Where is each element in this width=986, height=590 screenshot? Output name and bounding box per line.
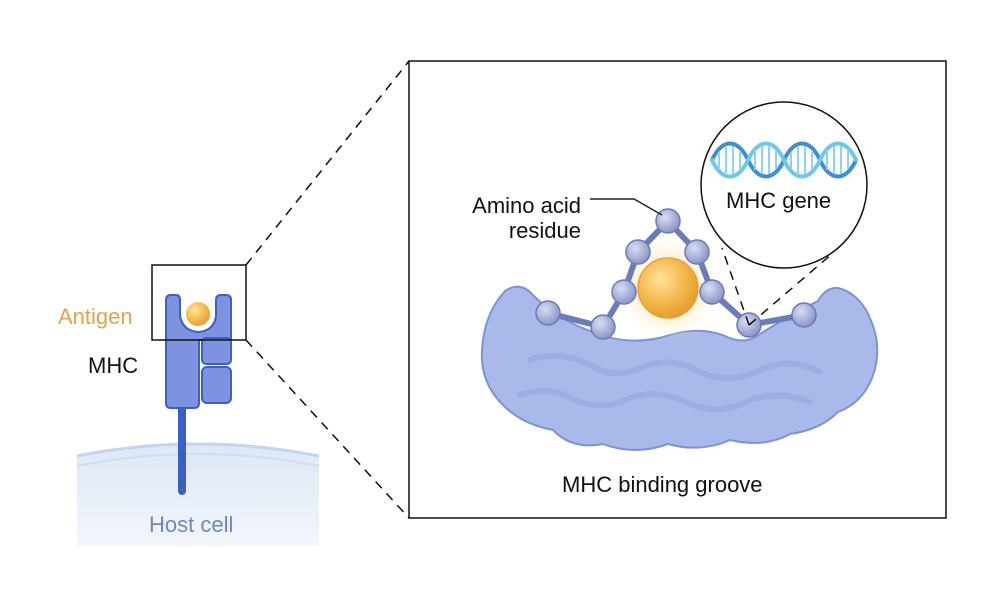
zoom-box [151,264,247,341]
amino-acid-residue-label: Amino acid residue [472,193,581,244]
residue [791,302,817,328]
mhc-transmembrane-anchor [178,400,186,495]
mhc-gene-label: MHC gene [726,188,832,213]
host-cell-label: Host cell [149,512,234,537]
zoom-line-top [245,60,410,266]
residue [625,239,651,265]
residue [611,279,637,305]
residue [590,314,616,340]
residue [684,239,710,265]
mhc-alpha-chain [165,294,232,409]
residue [655,208,681,234]
amino-acid-residues [535,208,817,340]
amino-acid-leader-line [590,198,663,216]
mhc-binding-groove-label: MHC binding groove [562,472,763,497]
antigen-large [637,257,699,319]
gene-callout-line-right [748,252,834,326]
mhc-domain [201,337,232,365]
gene-circle [700,101,868,269]
gene-callout-line-left [721,247,750,326]
residue [535,300,561,326]
dna-helix-icon [710,141,858,179]
residue [699,279,725,305]
host-cell [76,442,320,546]
antigen-label: Antigen [58,304,133,329]
beta2-microglobulin [201,366,232,404]
zoom-line-bottom [245,339,410,519]
mhc-protein [165,294,232,495]
antigen-small [184,300,212,328]
mhc-gene-callout [700,101,868,269]
mhc-label: MHC [88,353,139,378]
